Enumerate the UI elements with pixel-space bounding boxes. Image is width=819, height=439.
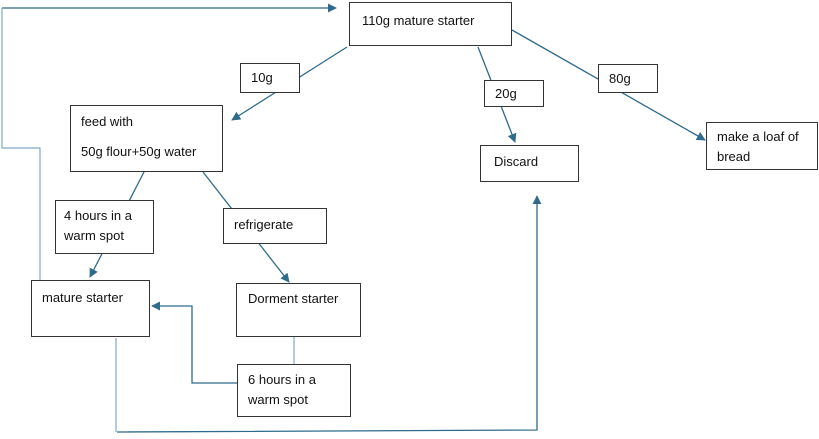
edge-label-text: 10g [251,70,273,85]
node-label: 110g mature starter [362,13,475,28]
four-hours-node: 4 hours in a warm spot [55,200,154,254]
edge-label-text: 20g [495,86,517,101]
discard-node: Discard [480,145,579,182]
node-label: mature starter [42,290,123,305]
feed-node: feed with 50g flour+50g water [70,105,223,172]
node-label-line1: feed with [81,114,134,129]
node-label-line1: 4 hours in a [64,208,132,223]
refrigerate-node: refrigerate [223,208,327,244]
node-label-line2: 50g flour+50g water [81,144,197,159]
node-label-line1: 6 hours in a [248,372,316,387]
edge-label-text: 80g [609,71,631,86]
node-label: refrigerate [234,217,294,232]
node-label-line2: bread [717,149,751,164]
node-label-line1: make a loaf of [717,129,799,144]
mature-starter-top-node: 110g mature starter [349,2,512,46]
mature-starter-node: mature starter [31,280,150,337]
node-label-line2: warm spot [248,392,308,407]
dorment-starter-node: Dorment starter [236,283,361,337]
loop-line-left [1,8,41,281]
six-hours-node: 6 hours in a warm spot [237,364,351,417]
bread-amount-label: 80g [598,64,658,93]
bread-node: make a loaf of bread [706,122,818,170]
arrow-sixhours-to-mature [151,301,237,384]
discard-amount-label: 20g [484,80,544,107]
node-label: Dorment starter [248,291,339,306]
node-label: Discard [494,154,539,169]
arrow-bottom-to-discard [116,195,542,433]
node-label-line2: warm spot [64,228,124,243]
feed-amount-label: 10g [240,63,300,93]
